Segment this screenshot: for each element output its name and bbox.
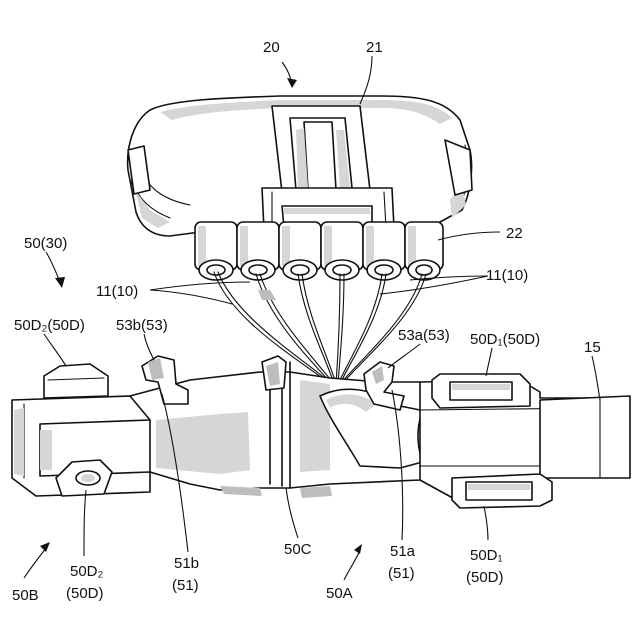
label-53a-53: 53a(53) [398,327,450,344]
label-53b-53: 53b(53) [116,317,168,334]
label-50b: 50B [12,587,39,604]
label-50-30: 50(30) [24,235,67,252]
label-50c: 50C [284,541,312,558]
label-50a: 50A [326,585,353,602]
label-21: 21 [366,39,383,56]
label-51b: 51b [174,555,199,572]
connector-housing-21 [128,96,472,236]
terminal-barrels-22 [195,222,443,280]
label-11-10-right: 11(10) [486,267,528,284]
label-11-10-left: 11(10) [96,283,138,300]
label-20: 20 [263,39,280,56]
label-50d2-bottom-paren: (50D) [66,585,104,602]
label-15: 15 [584,339,601,356]
label-50d2-bottom: 50D₂ [70,563,104,580]
protector-50 [12,356,630,508]
label-50d1-bottom-paren: (50D) [466,569,504,586]
label-51a-paren: (51) [388,565,415,582]
label-22: 22 [506,225,523,242]
label-50d1-bottom: 50D₁ [470,547,503,564]
label-51b-paren: (51) [172,577,199,594]
label-50d1-50d-top: 50D₁(50D) [470,331,540,348]
label-50d2-50d-top: 50D₂(50D) [14,317,85,334]
label-51a: 51a [390,543,416,560]
